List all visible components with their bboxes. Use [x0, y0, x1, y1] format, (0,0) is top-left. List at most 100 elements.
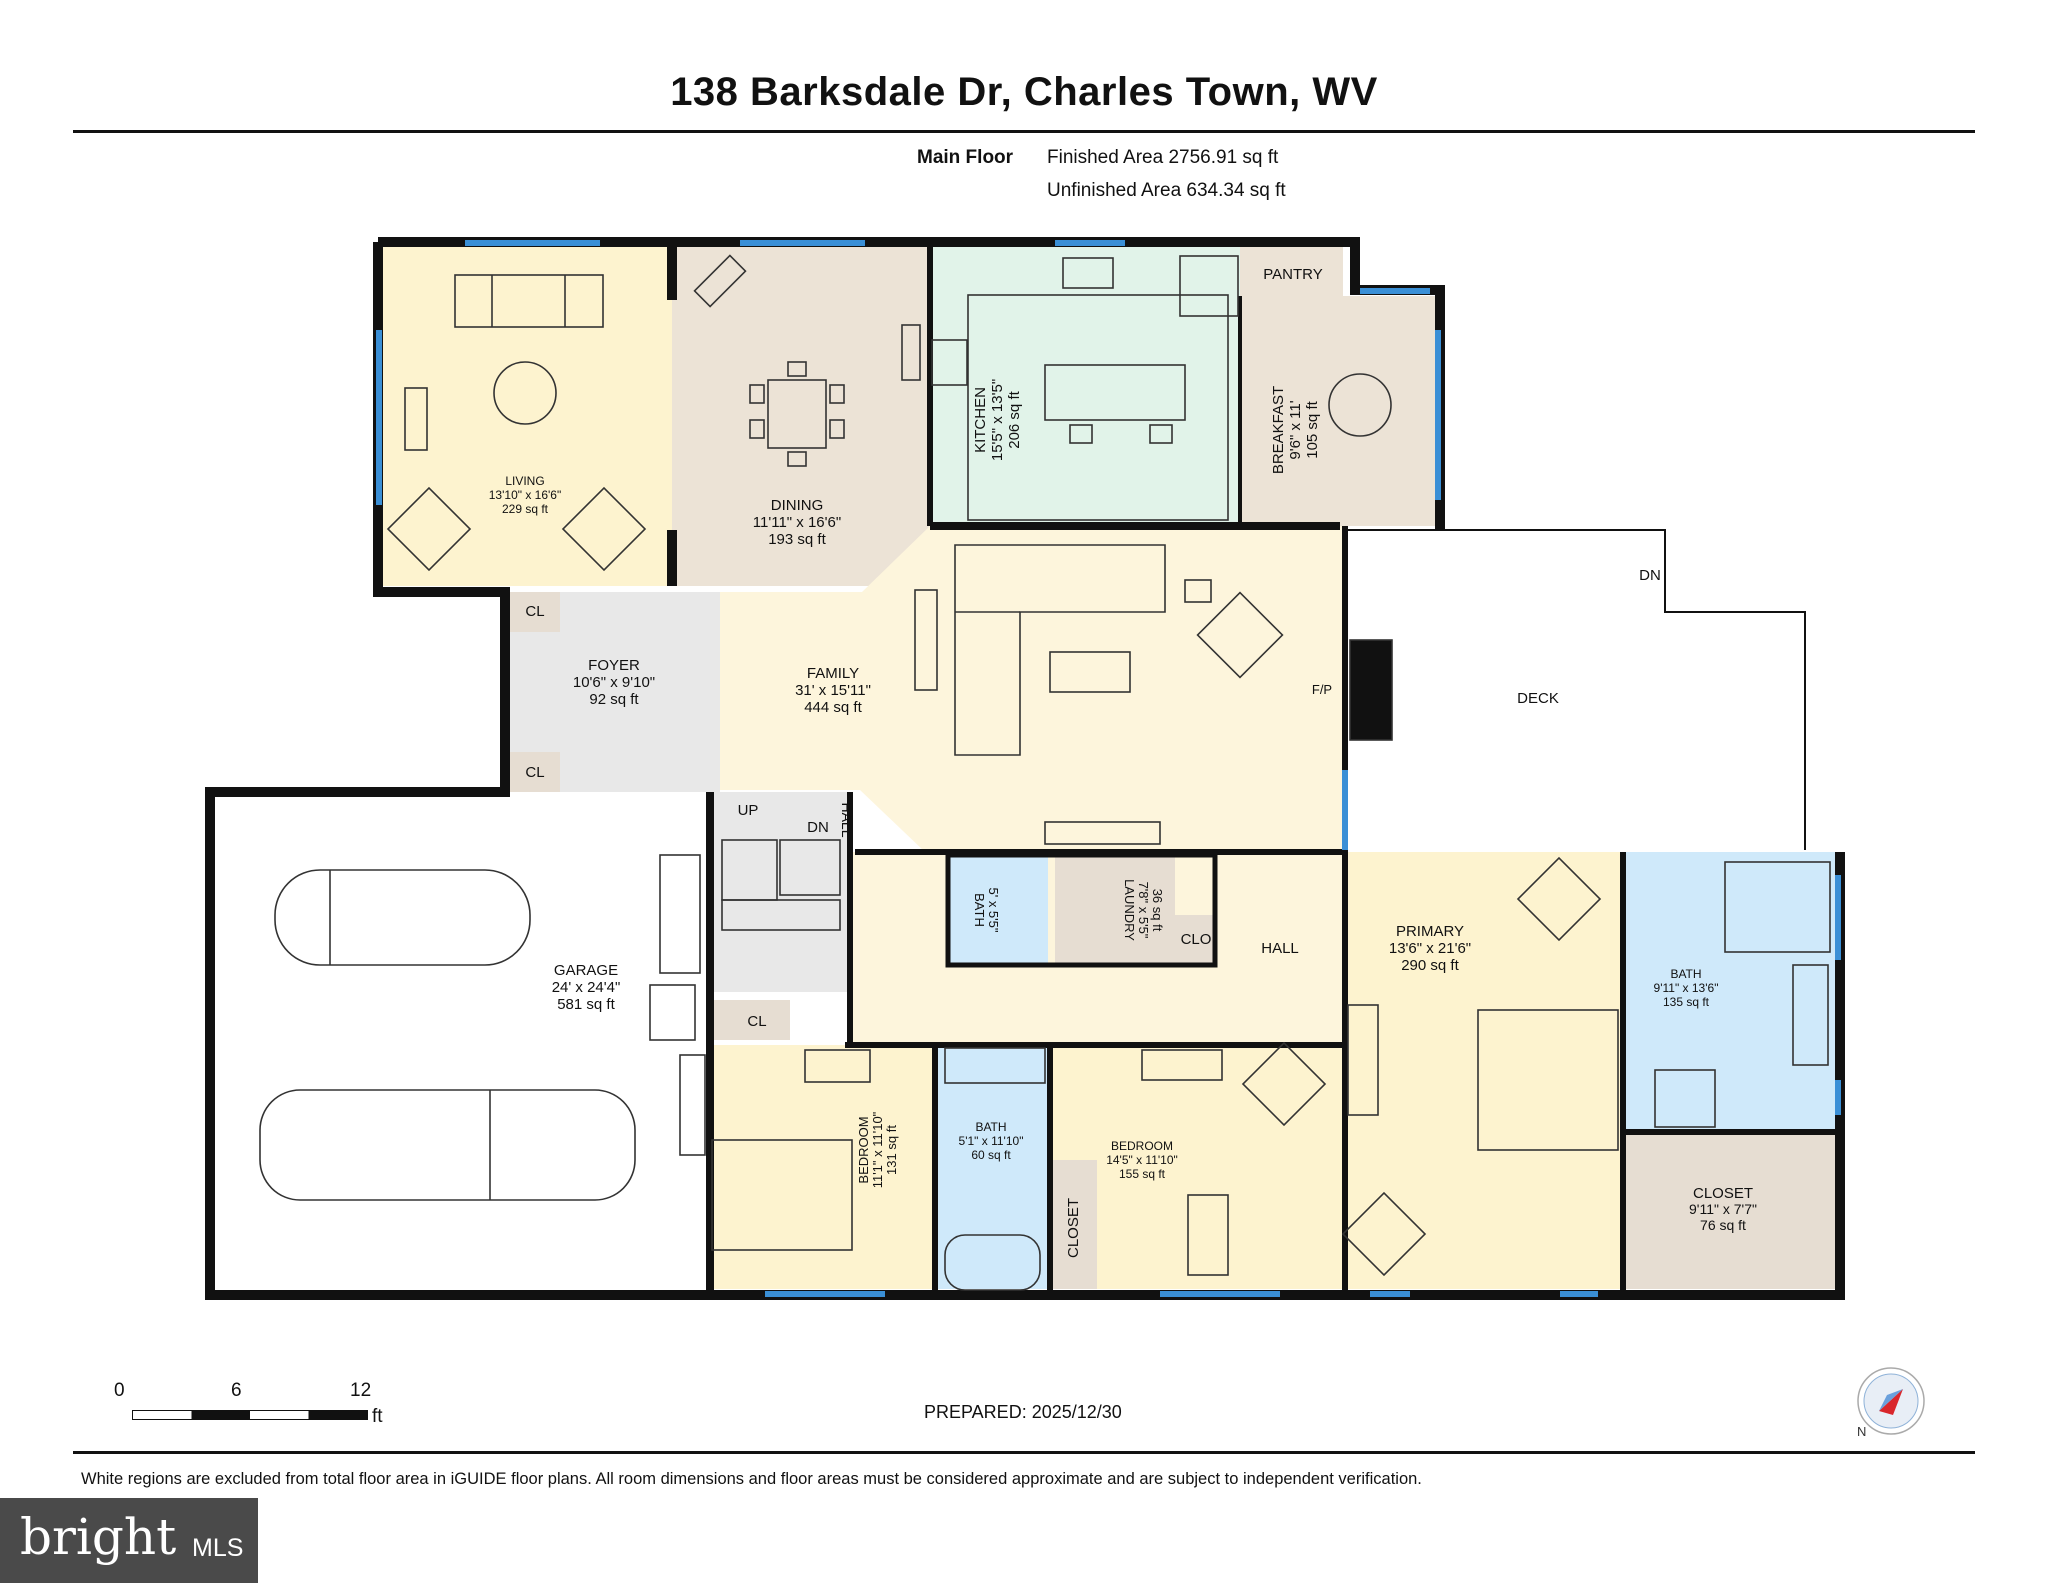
- family-tv-icon: [914, 589, 938, 691]
- floor-name: Main Floor: [917, 147, 1014, 168]
- deck-stair-label: DN: [1639, 567, 1661, 584]
- bedroom-left-area: 131 sq ft: [884, 1125, 899, 1175]
- bedroom-mid-dresser-icon: [1141, 1049, 1223, 1081]
- scale-tick-0: 0: [114, 1380, 125, 1401]
- bath-tub-icon: [944, 1234, 1041, 1291]
- living-tv-stand-icon: [404, 387, 428, 451]
- garage-name: GARAGE: [554, 962, 618, 979]
- deck-name: DECK: [1517, 690, 1559, 707]
- cl-bottom-name: CL: [525, 764, 544, 781]
- bedroom-mid-name: BEDROOM: [1111, 1139, 1173, 1153]
- scale-bar: 0 6 12 ft: [110, 1380, 410, 1430]
- living-dims: 13'10" x 16'6": [489, 488, 562, 502]
- dining-area: 193 sq ft: [768, 531, 826, 548]
- garage-dims: 24' x 24'4": [552, 979, 621, 996]
- kitchen-area: 206 sq ft: [1006, 390, 1023, 448]
- primary-bath-tub-icon: [1724, 861, 1831, 953]
- primary-dresser-icon: [1347, 1004, 1379, 1116]
- dining-name: DINING: [771, 497, 824, 514]
- closet-primary-area: 76 sq ft: [1700, 1217, 1746, 1233]
- bath-mid-fill: [935, 1045, 1050, 1289]
- garage-shelf2-icon: [649, 984, 696, 1041]
- unfinished-area: Unfinished Area 634.34 sq ft: [1047, 180, 1286, 201]
- bath-vanity-icon: [944, 1047, 1046, 1084]
- family-bench-icon: [1044, 821, 1161, 845]
- bedroom-left-dims: 11'1" x 11'10": [870, 1111, 885, 1188]
- bath-mid-dims: 5'1" x 11'10": [959, 1134, 1024, 1148]
- kitchen-sink-icon: [1062, 257, 1114, 289]
- living-sofa-icon: [454, 274, 604, 328]
- primary-bed-icon: [1477, 1009, 1619, 1151]
- scale-tick-6: 6: [231, 1380, 242, 1401]
- primary-bath-walls: [1620, 852, 1840, 1295]
- bath-mid-name: BATH: [975, 1120, 1006, 1134]
- bath-small-dims: 5' x 5'5": [986, 888, 1001, 933]
- primary-bath-name: BATH: [1670, 967, 1701, 981]
- primary-name: PRIMARY: [1396, 923, 1464, 940]
- hall-vertical-name: HALL: [839, 802, 855, 837]
- kitchen-dims: 15'5" x 13'5": [989, 379, 1006, 461]
- family-dims: 31' x 15'11": [795, 682, 871, 699]
- breakfast-fill: [1240, 296, 1435, 526]
- bedroom-left-fill: [710, 1045, 935, 1289]
- primary-vanity-icon: [1792, 964, 1829, 1066]
- bedroom-left-dresser-icon: [804, 1049, 871, 1083]
- primary-chair-bottom-icon: [1341, 1191, 1427, 1277]
- kitchen-name: KITCHEN: [972, 387, 989, 453]
- primary-bath-area: 135 sq ft: [1663, 995, 1710, 1009]
- cl-bottom-fill: [510, 752, 560, 792]
- bedroom-mid-dims: 14'5" x 11'10": [1106, 1153, 1178, 1167]
- windows: [376, 240, 1841, 1297]
- deck-outline: [1345, 529, 1806, 850]
- family-coffee-table-icon: [1049, 651, 1131, 693]
- closet-small-name: CLOSET: [1065, 1198, 1082, 1258]
- laundry-dims: 7'8" x 5'5": [1136, 882, 1151, 939]
- compass-icon: N: [1857, 1367, 1925, 1437]
- breakfast-table-icon: [1328, 373, 1392, 437]
- family-area: 444 sq ft: [804, 699, 862, 716]
- laundry-area: 36 sq ft: [1150, 889, 1165, 932]
- scale-segments: [132, 1410, 368, 1420]
- dining-dims: 11'11" x 16'6": [753, 514, 841, 531]
- pantry-name: PANTRY: [1263, 266, 1322, 283]
- closet-primary-dims: 9'11" x 7'7": [1689, 1201, 1757, 1217]
- foyer-dims: 10'6" x 9'10": [573, 674, 655, 691]
- cl-mid-fill: [710, 1000, 790, 1040]
- page-title: 138 Barksdale Dr, Charles Town, WV: [670, 70, 1378, 114]
- car-top-icon: [274, 869, 531, 966]
- primary-shower-icon: [1654, 1069, 1716, 1128]
- compass-north-label: N: [1857, 1424, 1866, 1437]
- living-chair-left-icon: [386, 486, 472, 572]
- closet-primary-name: CLOSET: [1693, 1185, 1753, 1202]
- kitchen-fill: [930, 246, 1240, 526]
- hall-name: HALL: [1261, 940, 1299, 957]
- family-sectional-icon: [954, 544, 1166, 756]
- kitchen-counter-icon: [967, 294, 1229, 521]
- garage-workbench-icon: [679, 1054, 706, 1156]
- cl-top-fill: [510, 592, 560, 632]
- kitchen-stove-icon: [931, 339, 968, 386]
- living-name: LIVING: [505, 474, 544, 488]
- primary-chair-top-icon: [1516, 856, 1602, 942]
- family-ottoman-icon: [1184, 579, 1212, 603]
- brand-mls-text: MLS: [192, 1534, 244, 1562]
- bedroom-mid-fill: [1050, 1045, 1345, 1289]
- dining-buffet-icon: [901, 324, 921, 381]
- primary-dims: 13'6" x 21'6": [1389, 940, 1471, 957]
- breakfast-name: BREAKFAST: [1270, 386, 1287, 474]
- laundry-walls: [945, 852, 1218, 968]
- bath-small-name: BATH: [972, 893, 987, 927]
- closet-primary-fill: [1623, 1132, 1838, 1289]
- bedroom-mid-desk-icon: [1187, 1194, 1229, 1276]
- furniture: [259, 254, 1831, 1291]
- fireplace-name: F/P: [1312, 682, 1332, 697]
- primary-bath-dims: 9'11" x 13'6": [1654, 981, 1719, 995]
- garage-fill: [215, 792, 705, 1292]
- brand-bright-text: bright: [20, 1508, 177, 1566]
- stairs-icon: [721, 839, 841, 931]
- stairs-dn-label: DN: [807, 819, 829, 836]
- footer-divider: [73, 1451, 1975, 1454]
- bath-mid-area: 60 sq ft: [971, 1148, 1011, 1162]
- laundry-name: LAUNDRY: [1122, 879, 1137, 941]
